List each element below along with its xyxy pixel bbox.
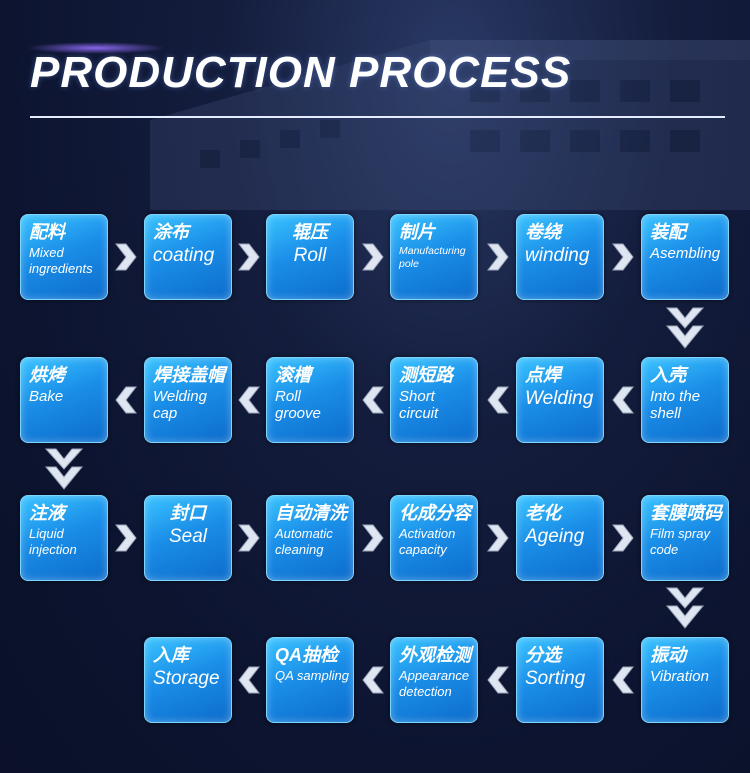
chevron-right-icon xyxy=(114,523,138,553)
step-en-label: Bake xyxy=(29,388,64,405)
step-en-label: Mixed ingredients xyxy=(29,245,93,276)
chevron-right-icon xyxy=(611,523,635,553)
chevron-right-icon xyxy=(237,523,261,553)
step-seal: 封口 Seal xyxy=(144,495,232,581)
step-en-label: Storage xyxy=(153,668,220,689)
step-cn-label: QA抽检 xyxy=(275,645,338,665)
step-film-spray-code: 套膜喷码 Film spray code xyxy=(641,495,729,581)
step-en-label: Ageing xyxy=(525,526,585,547)
step-en-label: Into the shell xyxy=(650,388,701,422)
step-welding-cap: 焊接盖帽 Welding cap xyxy=(144,357,232,443)
step-en-label: Asembling xyxy=(650,245,721,262)
step-short-circuit: 测短路 Short circuit xyxy=(390,357,478,443)
step-cn-label: 配料 xyxy=(29,222,65,242)
chevron-left-icon xyxy=(361,385,385,415)
chevron-right-icon xyxy=(611,242,635,272)
title-divider xyxy=(30,116,725,118)
step-en-label: Automatic cleaning xyxy=(275,526,333,557)
step-en-label: coating xyxy=(153,245,215,266)
chevron-left-icon xyxy=(486,665,510,695)
step-appearance-detection: 外观检测 Appearance detection xyxy=(390,637,478,723)
step-en-label: Roll xyxy=(293,245,327,266)
step-welding: 点焊 Welding xyxy=(516,357,604,443)
step-sorting: 分选 Sorting xyxy=(516,637,604,723)
chevron-right-icon xyxy=(486,523,510,553)
step-en-label: Manufacturing pole xyxy=(399,245,466,270)
step-coating: 涂布 coating xyxy=(144,214,232,300)
step-cn-label: 自动清洗 xyxy=(275,503,347,523)
step-en-label: Activation capacity xyxy=(399,526,456,557)
step-en-label: winding xyxy=(525,245,590,266)
chevron-left-icon xyxy=(486,385,510,415)
step-en-label: Welding xyxy=(525,388,594,409)
chevron-right-icon xyxy=(114,242,138,272)
chevron-left-icon xyxy=(114,385,138,415)
step-into-the-shell: 入壳 Into the shell xyxy=(641,357,729,443)
chevron-down-icon xyxy=(44,447,84,491)
chevron-left-icon xyxy=(611,385,635,415)
step-en-label: Short circuit xyxy=(399,388,439,422)
page-title: PRODUCTION PROCESS xyxy=(30,48,572,97)
step-cn-label: 制片 xyxy=(399,222,435,242)
factory-background xyxy=(150,40,750,210)
chevron-right-icon xyxy=(361,523,385,553)
step-cn-label: 测短路 xyxy=(399,365,453,385)
chevron-left-icon xyxy=(237,385,261,415)
step-cn-label: 外观检测 xyxy=(399,645,471,665)
step-asembling: 装配 Asembling xyxy=(641,214,729,300)
step-manufacturing-pole: 制片 Manufacturing pole xyxy=(390,214,478,300)
chevron-down-icon xyxy=(665,306,705,350)
step-cn-label: 注液 xyxy=(29,503,65,523)
step-en-label: Appearance detection xyxy=(399,668,470,699)
step-storage: 入库 Storage xyxy=(144,637,232,723)
step-cn-label: 振动 xyxy=(650,645,686,665)
step-en-label: Liquid injection xyxy=(29,526,77,557)
step-en-label: QA sampling xyxy=(275,668,349,683)
step-cn-label: 入库 xyxy=(153,645,189,665)
step-cn-label: 装配 xyxy=(650,222,686,242)
step-roll: 辊压 Roll xyxy=(266,214,354,300)
step-cn-label: 烘烤 xyxy=(29,365,65,385)
step-cn-label: 焊接盖帽 xyxy=(153,365,225,385)
step-bake: 烘烤 Bake xyxy=(20,357,108,443)
step-mixed-ingredients: 配料 Mixed ingredients xyxy=(20,214,108,300)
step-cn-label: 卷绕 xyxy=(525,222,561,242)
step-cn-label: 分选 xyxy=(525,645,561,665)
step-automatic-cleaning: 自动清洗 Automatic cleaning xyxy=(266,495,354,581)
step-qa-sampling: QA抽检 QA sampling xyxy=(266,637,354,723)
step-en-label: Roll groove xyxy=(275,388,321,422)
step-roll-groove: 滚槽 Roll groove xyxy=(266,357,354,443)
chevron-right-icon xyxy=(237,242,261,272)
chevron-left-icon xyxy=(361,665,385,695)
step-en-label: Vibration xyxy=(650,668,709,685)
step-cn-label: 封口 xyxy=(170,503,206,523)
step-cn-label: 化成分容 xyxy=(399,503,471,523)
step-en-label: Sorting xyxy=(525,668,586,689)
title-glow xyxy=(26,42,166,54)
chevron-right-icon xyxy=(361,242,385,272)
step-cn-label: 涂布 xyxy=(153,222,189,242)
step-cn-label: 滚槽 xyxy=(275,365,311,385)
step-ageing: 老化 Ageing xyxy=(516,495,604,581)
chevron-left-icon xyxy=(611,665,635,695)
step-en-label: Film spray code xyxy=(650,526,710,557)
step-cn-label: 点焊 xyxy=(525,365,561,385)
step-liquid-injection: 注液 Liquid injection xyxy=(20,495,108,581)
step-cn-label: 套膜喷码 xyxy=(650,503,722,523)
chevron-down-icon xyxy=(665,586,705,630)
step-cn-label: 入壳 xyxy=(650,365,686,385)
step-en-label: Seal xyxy=(168,526,208,547)
chevron-right-icon xyxy=(486,242,510,272)
step-winding: 卷绕 winding xyxy=(516,214,604,300)
step-cn-label: 老化 xyxy=(525,503,561,523)
step-en-label: Welding cap xyxy=(153,388,207,422)
chevron-left-icon xyxy=(237,665,261,695)
step-cn-label: 辊压 xyxy=(292,222,328,242)
step-vibration: 振动 Vibration xyxy=(641,637,729,723)
step-activation-capacity: 化成分容 Activation capacity xyxy=(390,495,478,581)
